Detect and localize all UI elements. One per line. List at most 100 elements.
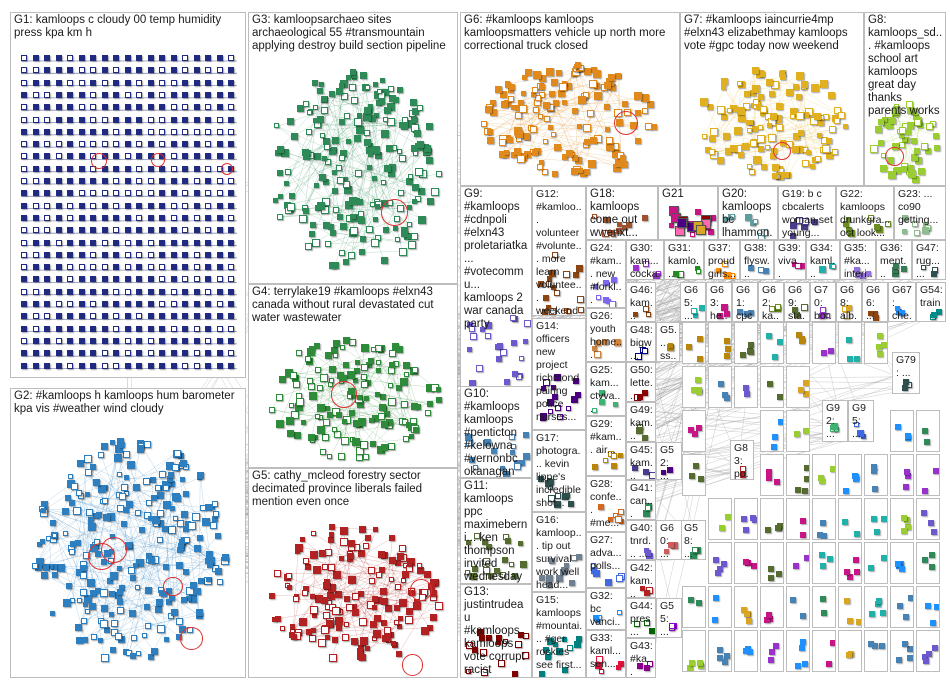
vertex-node [147,251,154,258]
vertex-node [170,116,177,123]
group-edge [711,93,748,140]
vertex-node [467,346,473,352]
vertex-node [113,116,119,123]
vertex-node [182,288,188,295]
vertex-node [216,55,223,61]
vertex-node [147,202,154,209]
vertex-node [553,143,561,151]
vertex-node [362,453,369,460]
vertex-node [90,55,96,61]
vertex-node [193,239,200,246]
vertex-node [148,654,155,661]
vertex-node [746,648,753,655]
vertex-node [321,597,329,605]
vertex-node [539,91,546,98]
vertex-node [399,248,408,257]
vertex-node [89,603,97,611]
group-edge [326,406,414,423]
vertex-node [325,634,331,640]
vertex-node [182,337,188,344]
group-label: G14: officers new project richmond pairi… [536,320,580,423]
vertex-node [78,55,85,61]
vertex-node [380,180,386,186]
vertex-node [906,646,913,653]
group-edge [337,573,406,621]
vertex-node [548,125,554,131]
group-label: G37: proud girls... [708,242,737,280]
vertex-node [584,68,592,76]
vertex-node [610,463,617,469]
vertex-node [814,113,822,121]
vertex-node [821,145,830,154]
vertex-node [40,538,46,544]
group-edge [741,82,823,85]
group-edge [535,73,650,105]
vertex-node [646,101,654,109]
group-panel-minor [812,498,836,540]
vertex-node [765,332,772,339]
vertex-node [777,419,783,426]
group-panel-g2: G2: #kamloops h kamloops hum barometer k… [10,388,246,678]
vertex-node [163,564,170,571]
vertex-node [722,133,730,141]
vertex-node [216,325,223,332]
vertex-node [150,647,158,655]
vertex-node [538,113,544,119]
vertex-node [228,251,234,258]
vertex-node [100,588,109,597]
vertex-node [577,168,583,174]
vertex-node [183,537,190,544]
vertex-node [303,557,310,564]
vertex-node [90,634,97,641]
vertex-node [150,495,157,502]
vertex-node [736,80,742,86]
vertex-node [918,167,926,175]
self-loop-ring [151,153,165,167]
vertex-node [338,83,344,89]
group-edge [43,471,88,505]
vertex-node [124,91,131,98]
group-edge [296,529,376,597]
vertex-node [316,201,325,210]
group-panel-g83: G83: po... [730,440,754,480]
vertex-node [853,355,860,362]
vertex-node [147,67,154,74]
vertex-node [205,141,211,148]
group-label: G23: ... co90 getting... [898,188,939,226]
vertex-node [113,79,119,86]
vertex-node [899,142,906,149]
vertex-node [228,227,234,234]
group-edge [578,69,590,113]
vertex-node [147,350,154,357]
vertex-node [21,79,27,86]
vertex-node [101,337,108,344]
vertex-node [44,337,50,344]
vertex-node [163,485,170,492]
vertex-node [130,653,137,660]
vertex-node [351,214,357,220]
vertex-node [380,443,388,451]
vertex-node [147,325,154,332]
vertex-node [368,151,374,157]
vertex-node [500,101,508,109]
vertex-node [313,182,319,188]
vertex-node [123,475,129,481]
vertex-node [175,562,183,570]
vertex-node [136,227,142,234]
vertex-node [113,301,119,307]
vertex-node [278,375,286,383]
vertex-node [136,239,142,246]
vertex-node [401,230,409,238]
vertex-node [317,404,326,413]
group-panel-minor [890,630,914,672]
self-loop-ring [91,153,107,169]
vertex-node [914,148,921,155]
vertex-node [486,137,494,145]
vertex-node [790,113,796,119]
self-loop-ring [409,578,433,602]
vertex-node [90,362,96,369]
vertex-node [78,288,85,295]
vertex-node [193,301,200,307]
vertex-node [756,135,765,144]
vertex-node [90,116,96,123]
